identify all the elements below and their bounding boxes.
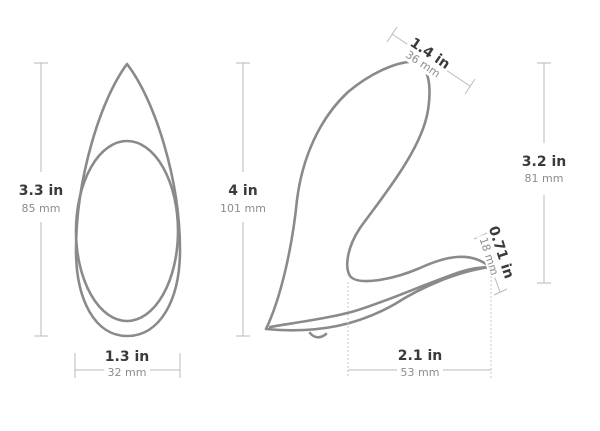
- side-height-inches-label: 4 in: [228, 183, 257, 199]
- top-width-dimension: 1.4 in 36 mm: [386, 26, 476, 95]
- front-width-dimension: 1.3 in 32 mm: [74, 348, 181, 379]
- front-view: [74, 62, 182, 338]
- base-length-inches-label: 2.1 in: [398, 348, 442, 364]
- front-view-outer-outline: [74, 62, 182, 338]
- top-width-tick-a: [386, 26, 398, 43]
- tip-width-tick-b: [493, 288, 508, 296]
- arm-height-mm-label: 81 mm: [525, 172, 564, 185]
- top-width-label-backdrop: [399, 33, 455, 83]
- tip-width-dimension: 0.71 in 18 mm: [473, 224, 517, 296]
- front-width-inches-label: 1.3 in: [105, 349, 149, 365]
- front-height-dimension: 3.3 in 85 mm: [19, 62, 63, 337]
- side-height-mm-label: 101 mm: [220, 202, 266, 215]
- arm-height-dimension: 3.2 in 81 mm: [522, 62, 566, 284]
- front-width-label-backdrop: [100, 348, 156, 364]
- base-length-mm-backdrop: [397, 365, 443, 378]
- arm-height-inches-label: 3.2 in: [522, 154, 566, 170]
- side-view-base-bump: [308, 331, 328, 339]
- base-length-dimension: 2.1 in 53 mm: [347, 268, 492, 379]
- front-width-mm-label: 32 mm: [108, 366, 147, 379]
- front-height-inches-label: 3.3 in: [19, 183, 63, 199]
- base-length-mm-label: 53 mm: [401, 366, 440, 379]
- front-width-mm-backdrop: [104, 365, 150, 378]
- base-length-label-backdrop: [392, 347, 448, 363]
- side-view-inner-contour: [268, 265, 492, 329]
- side-view-outline: [264, 60, 492, 332]
- front-view-inner-ellipse: [74, 139, 180, 323]
- front-height-mm-label: 85 mm: [22, 202, 61, 215]
- tip-width-label-backdrop: [476, 229, 516, 279]
- top-width-tick-b: [464, 78, 476, 95]
- side-view: [264, 60, 492, 339]
- side-height-dimension: 4 in 101 mm: [220, 62, 266, 337]
